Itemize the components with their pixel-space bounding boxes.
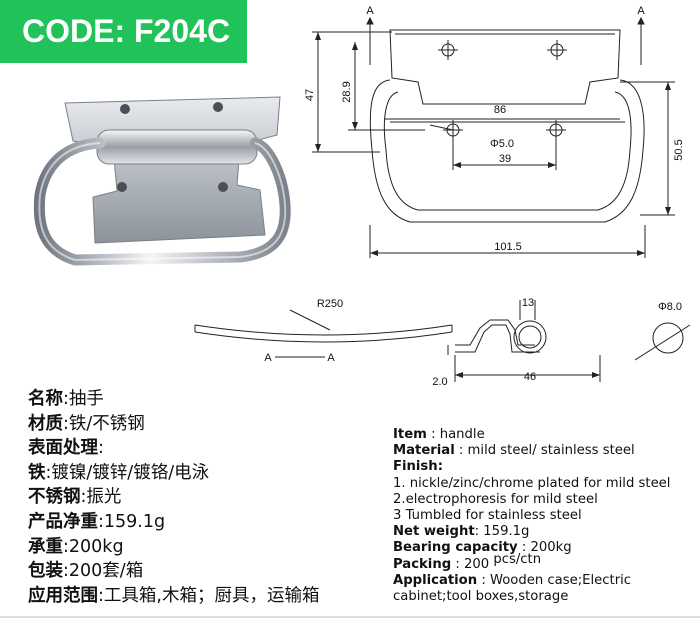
spec-list-cn: 名称:抽手 材质:铁/不锈钢 表面处理: 铁:镀镍/镀锌/镀铬/电泳 不锈钢:振…: [28, 387, 378, 608]
dim-47: 47: [304, 89, 316, 101]
spec-cn-row: 材质:铁/不锈钢: [28, 413, 145, 434]
spec-cn-row: 产品净重:159.1g: [28, 511, 166, 532]
spec-finish-3: 3 Tumbled for stainless steel: [393, 508, 582, 524]
spec-cn-row: 名称:抽手: [28, 389, 104, 409]
spec-cn-row: 表面处理:: [28, 438, 104, 459]
radius-label: R250: [317, 298, 343, 310]
spec-cn-row: 铁:镀镍/镀锌/镀铬/电泳: [28, 462, 210, 483]
spec-finish-1: 1. nickle/zinc/chrome plated for mild st…: [393, 475, 671, 491]
spec-finish-2: 2.electrophoresis for mild steel: [393, 491, 598, 507]
spec-application: Application : Wooden case;Electric: [393, 572, 632, 588]
dim-86: 86: [494, 104, 506, 116]
product-code-badge: CODE: F204C: [0, 0, 247, 63]
dim-39: 39: [499, 153, 511, 165]
spec-cn-row: 应用范围:工具箱,木箱；厨具，运输箱: [28, 585, 320, 606]
section-drawing: R250 A A 13 Φ8.0 46 2.0: [194, 297, 691, 388]
spec-item: Item : handle: [393, 427, 485, 442]
spec-material: Material : mild steel/ stainless steel: [393, 443, 635, 459]
spec-list-en: Item : handle Material : mild steel/ sta…: [393, 427, 698, 605]
spec-bearing: Bearing capacity : 200kg: [393, 540, 572, 556]
spec-cn-row: 承重:200kg: [28, 536, 124, 557]
handle-photo: [33, 96, 291, 266]
bottom-divider: [0, 616, 700, 618]
dim-28-9: 28.9: [341, 81, 353, 102]
section-mark-left: A: [366, 5, 374, 17]
spec-cn-row: 不锈钢:振光: [28, 487, 122, 508]
dim-hole-dia: Φ5.0: [490, 138, 514, 150]
front-view-drawing: A A 86 Φ5.0 39 101.5 47 28.9 50.5: [304, 5, 685, 258]
spec-application-cont: cabinet;tool boxes,storage: [393, 589, 569, 605]
spec-net-weight: Net weight: 159.1g: [393, 524, 530, 540]
spec-finish: Finish:: [393, 459, 443, 475]
spec-cn-row: 包装:200套/箱: [28, 561, 144, 582]
dim-101-5: 101.5: [494, 241, 522, 253]
dim-13: 13: [522, 297, 534, 309]
dim-2: 2.0: [432, 376, 447, 388]
section-a-left: A: [264, 352, 272, 364]
section-a-right: A: [327, 352, 335, 364]
section-mark-right: A: [637, 5, 645, 17]
dim-rod-dia: Φ8.0: [658, 301, 682, 313]
dim-50-5: 50.5: [673, 139, 685, 160]
dim-46: 46: [524, 371, 536, 383]
spec-packing: Packing : 200 pcs/ctn: [393, 551, 542, 572]
